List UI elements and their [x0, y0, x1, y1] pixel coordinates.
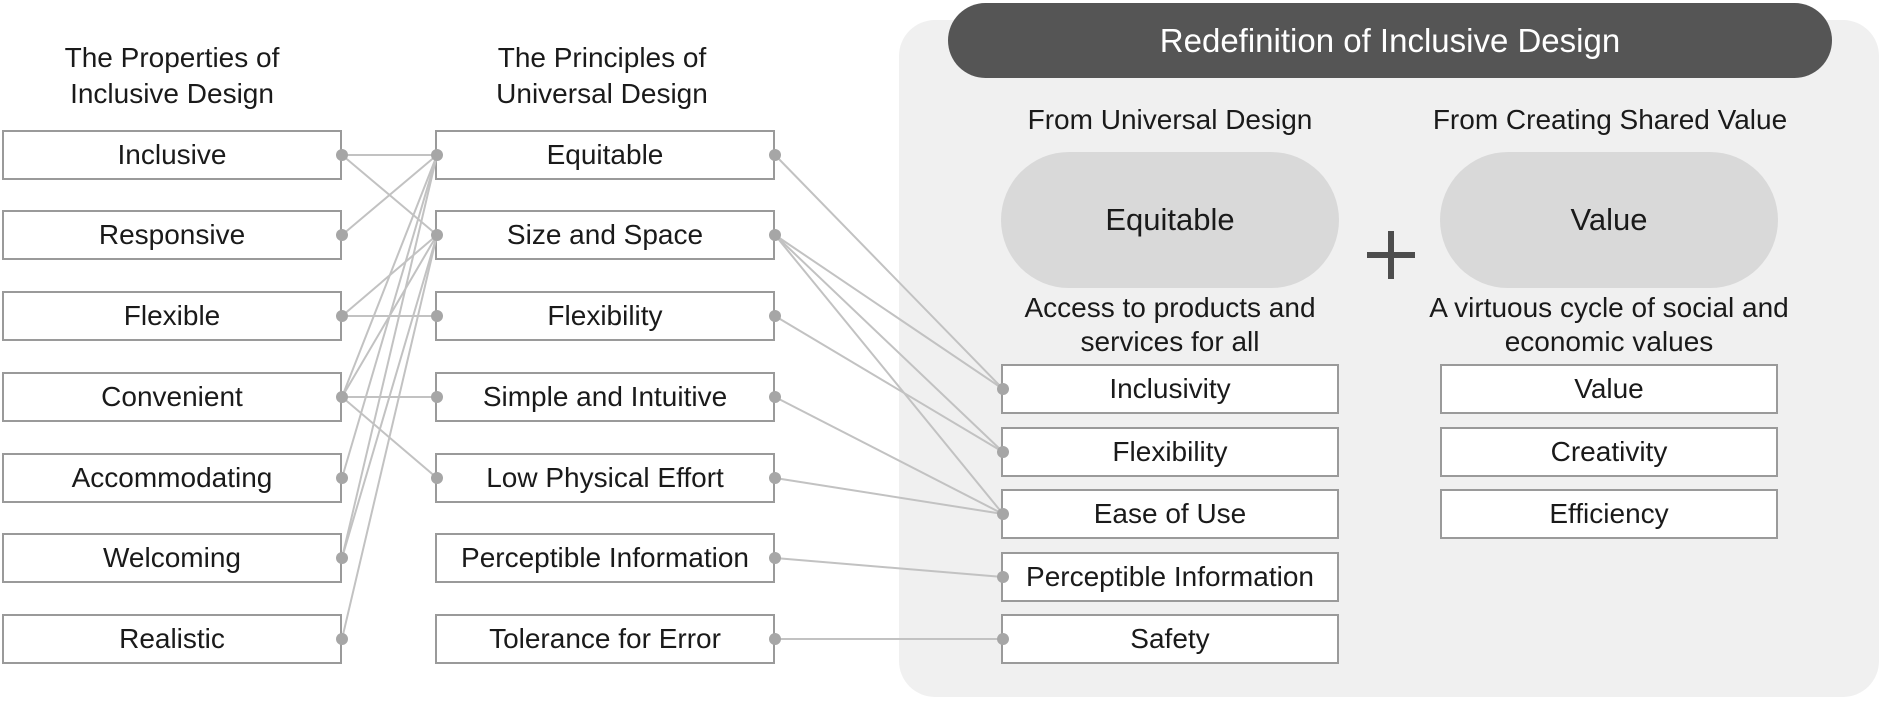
connector-line — [341, 154, 438, 479]
connector-dot — [336, 472, 348, 484]
connector-dot — [769, 391, 781, 403]
shared-value-description: A virtuous cycle of social and economic … — [1429, 292, 1789, 357]
universal-heading: From Universal Design — [1027, 104, 1313, 135]
connector-dot — [431, 310, 443, 322]
connector-dot — [997, 633, 1009, 645]
principle-box: Tolerance for Error — [435, 614, 775, 664]
connector-dot — [769, 310, 781, 322]
connector-line — [341, 154, 438, 236]
principle-box: Flexibility — [435, 291, 775, 341]
redefinition-banner: Redefinition of Inclusive Design — [948, 3, 1832, 78]
universal-pill: Equitable — [1001, 152, 1339, 288]
connector-line — [341, 234, 438, 640]
principle-box: Simple and Intuitive — [435, 372, 775, 422]
connector-dot — [336, 229, 348, 241]
connector-line — [774, 557, 1004, 578]
property-box: Convenient — [2, 372, 342, 422]
connector-dot — [336, 310, 348, 322]
principle-box: Perceptible Information — [435, 533, 775, 583]
universal-item-box: Perceptible Information — [1001, 552, 1339, 602]
connector-dot — [336, 391, 348, 403]
connector-line — [774, 234, 1004, 515]
connector-dot — [997, 383, 1009, 395]
connector-dot — [431, 391, 443, 403]
connector-dot — [769, 552, 781, 564]
property-box: Welcoming — [2, 533, 342, 583]
connector-dot — [431, 229, 443, 241]
principle-box: Equitable — [435, 130, 775, 180]
connector-dot — [769, 472, 781, 484]
connector-dot — [336, 633, 348, 645]
connector-dot — [769, 633, 781, 645]
connector-dot — [997, 508, 1009, 520]
universal-item-box: Inclusivity — [1001, 364, 1339, 414]
shared-value-item-box: Efficiency — [1440, 489, 1778, 539]
connector-line — [341, 154, 438, 559]
connector-dot — [431, 149, 443, 161]
property-box: Accommodating — [2, 453, 342, 503]
connector-line — [774, 396, 1004, 515]
connector-line — [774, 234, 1004, 453]
connector-dot — [769, 229, 781, 241]
connector-line — [774, 315, 1004, 453]
shared-value-item-box: Value — [1440, 364, 1778, 414]
connector-line — [774, 477, 1004, 515]
connector-line — [774, 154, 1004, 390]
property-box: Realistic — [2, 614, 342, 664]
property-box: Responsive — [2, 210, 342, 260]
properties-title: The Properties of Inclusive Design — [64, 42, 280, 109]
property-box: Flexible — [2, 291, 342, 341]
principles-title: The Principles of Universal Design — [496, 42, 708, 109]
universal-item-box: Ease of Use — [1001, 489, 1339, 539]
connector-line — [341, 154, 438, 398]
shared-value-heading: From Creating Shared Value — [1432, 104, 1788, 135]
connector-dot — [997, 446, 1009, 458]
universal-description: Access to products and services for all — [1024, 292, 1316, 357]
connector-dot — [769, 149, 781, 161]
connector-dot — [336, 552, 348, 564]
connector-dot — [336, 149, 348, 161]
principle-box: Low Physical Effort — [435, 453, 775, 503]
plus-icon — [1367, 231, 1415, 279]
connector-line — [341, 234, 438, 559]
universal-item-box: Flexibility — [1001, 427, 1339, 477]
shared-value-pill: Value — [1440, 152, 1778, 288]
shared-value-item-box: Creativity — [1440, 427, 1778, 477]
universal-item-box: Safety — [1001, 614, 1339, 664]
connector-dot — [431, 472, 443, 484]
connector-line — [774, 234, 1004, 390]
connector-dot — [997, 571, 1009, 583]
principle-box: Size and Space — [435, 210, 775, 260]
